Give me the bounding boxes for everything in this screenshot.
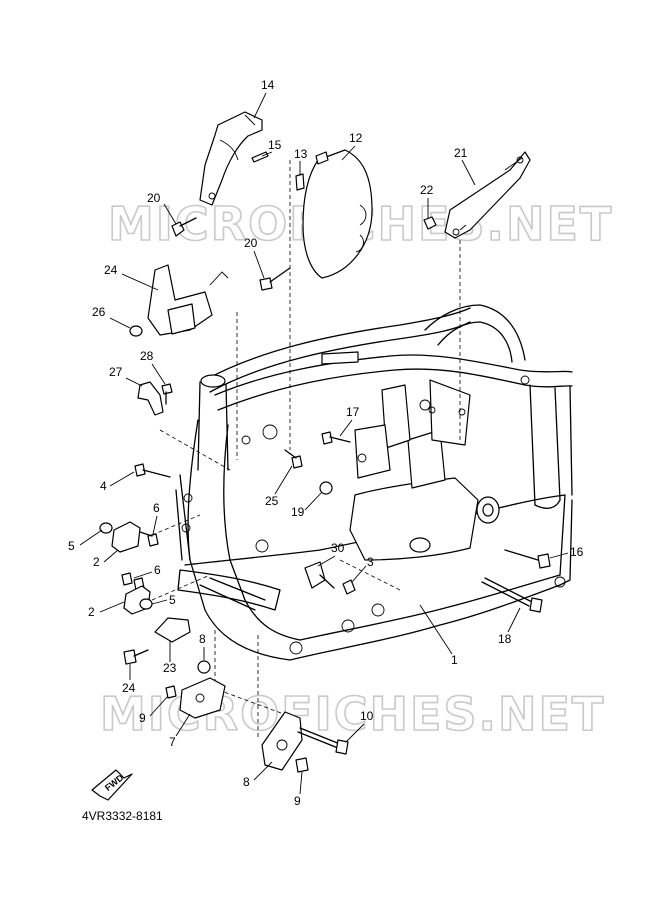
- callout-1: 1: [451, 653, 458, 667]
- callout-5-lower: 5: [169, 593, 176, 607]
- part-11-washer[interactable]: [197, 660, 211, 674]
- part-23-bracket[interactable]: [154, 617, 191, 643]
- callout-2-lower: 2: [88, 605, 95, 619]
- callout-22: 22: [420, 183, 434, 197]
- callout-23: 23: [163, 661, 177, 675]
- part-30-bracket[interactable]: [304, 561, 335, 589]
- part-26-bolt[interactable]: [284, 449, 303, 469]
- part-28-bracket[interactable]: [137, 381, 164, 416]
- part-17-clip[interactable]: [295, 173, 305, 191]
- main-frame[interactable]: [175, 304, 573, 661]
- callout-26: 25: [265, 494, 279, 508]
- callout-14: 18: [498, 632, 512, 646]
- part-12-bolt[interactable]: [504, 549, 551, 569]
- callout-13: 17: [346, 405, 360, 419]
- part-10-bolt[interactable]: [297, 727, 349, 755]
- callout-27: 26: [92, 305, 106, 319]
- callout-20-lower: 20: [244, 236, 258, 250]
- callouts: 14 15 13 12 20 20 21 22 24 26 28 27: [68, 78, 584, 675]
- part-9-bolt-lower[interactable]: [295, 757, 309, 773]
- part-21-bracket[interactable]: [444, 151, 531, 239]
- callout-4: 4: [100, 479, 107, 493]
- callout-17: 13: [294, 147, 308, 161]
- parts-upper-mount-group[interactable]: [99, 521, 159, 553]
- part-16-cover[interactable]: [302, 149, 373, 279]
- diagram-code: 4VR3332-8181: [82, 809, 163, 823]
- callout-2-upper: 2: [93, 555, 100, 569]
- part-20-bolt-lower[interactable]: [259, 267, 291, 291]
- callout-9-lower: 9: [294, 794, 301, 808]
- part-18-bracket[interactable]: [199, 111, 263, 206]
- part-9-bolt-upper[interactable]: [165, 685, 177, 699]
- callout-21: 21: [454, 146, 468, 160]
- callout-25: 24: [104, 263, 118, 277]
- callout-7: 7: [169, 735, 176, 749]
- callout-3: 3: [367, 555, 374, 569]
- callout-28: 27: [109, 365, 123, 379]
- part-27-nut[interactable]: [129, 325, 143, 337]
- part-25-bracket[interactable]: [147, 264, 229, 336]
- callout-29: 28: [140, 349, 154, 363]
- part-7-plate[interactable]: [179, 677, 226, 719]
- callout-16: 12: [349, 131, 363, 145]
- part-13-bolt[interactable]: [321, 431, 351, 445]
- part-20-bolt-upper[interactable]: [171, 217, 197, 237]
- callout-15: 19: [291, 505, 305, 519]
- callout-6-upper: 6: [153, 501, 160, 515]
- part-4-bolt[interactable]: [134, 463, 171, 478]
- part-14-long-bolt[interactable]: [481, 577, 543, 613]
- callout-19: 15: [268, 138, 282, 152]
- part-22-nut[interactable]: [423, 216, 437, 230]
- callout-20-upper: 20: [147, 191, 161, 205]
- callout-18: 14: [261, 78, 275, 92]
- part-19-clip[interactable]: [251, 151, 269, 163]
- part-29-bolt[interactable]: [161, 383, 173, 405]
- fwd-arrow: FWD: [91, 769, 133, 801]
- parts-lower-mount-group[interactable]: [121, 572, 153, 615]
- part-15-washer[interactable]: [319, 481, 333, 495]
- callout-9-upper: 9: [139, 711, 146, 725]
- callout-6-lower: 6: [154, 563, 161, 577]
- part-3-bolt[interactable]: [342, 579, 356, 595]
- callout-10: 10: [360, 709, 374, 723]
- callout-30: 30: [331, 541, 345, 555]
- callout-11-visible: 8: [199, 632, 206, 646]
- callout-eight: 8: [243, 775, 250, 789]
- callout-number-24: 24: [122, 681, 136, 695]
- callout-5-upper: 5: [68, 539, 75, 553]
- callout-12: 16: [570, 545, 584, 559]
- part-24-bolt[interactable]: [123, 649, 149, 665]
- part-8-plate[interactable]: [261, 711, 303, 771]
